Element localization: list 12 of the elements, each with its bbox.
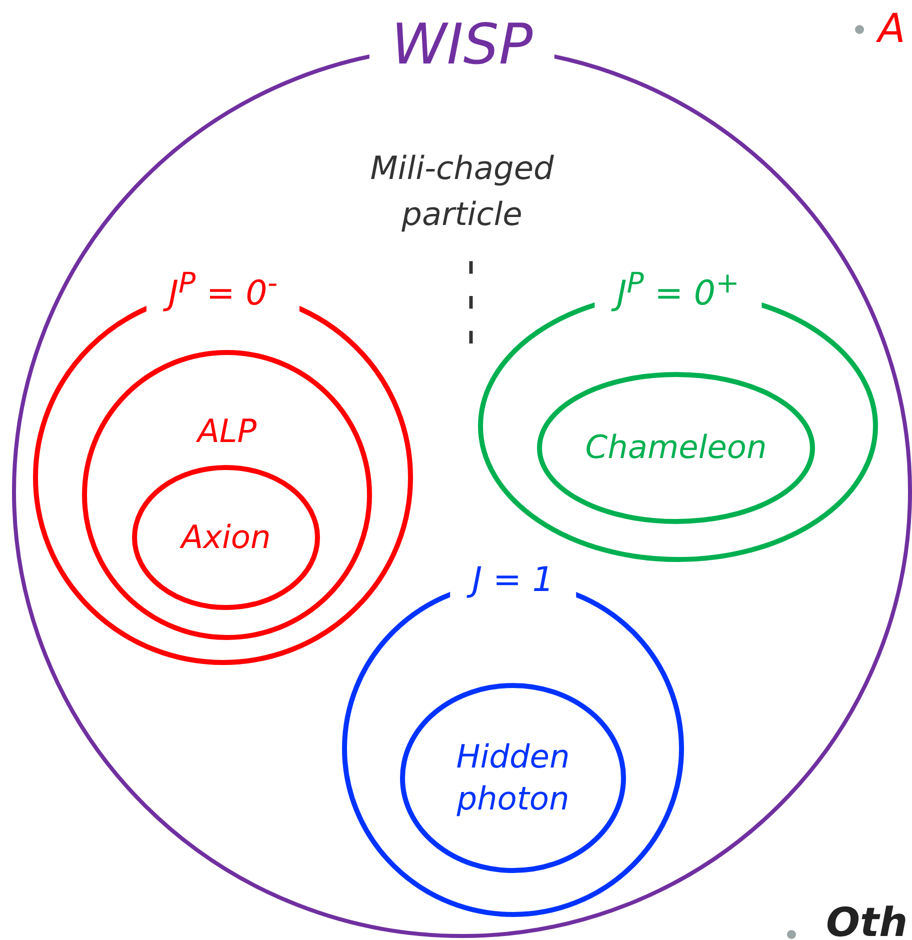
set-ellipse: [400, 683, 626, 873]
set-ellipse: [537, 372, 815, 524]
member-label: Mili-chaged particle: [369, 148, 555, 236]
set-ellipse: [82, 350, 372, 640]
set-label: Chameleon: [584, 427, 768, 468]
ellipsis-mark: ⋮: [454, 250, 488, 352]
set-ellipse: [132, 465, 320, 610]
set-label: Axion: [178, 516, 272, 558]
cut-off-text: A: [878, 6, 906, 52]
cut-off-text: Oth: [826, 900, 908, 940]
set-label: Hidden photon: [455, 736, 571, 819]
set-label: ALP: [195, 412, 258, 450]
